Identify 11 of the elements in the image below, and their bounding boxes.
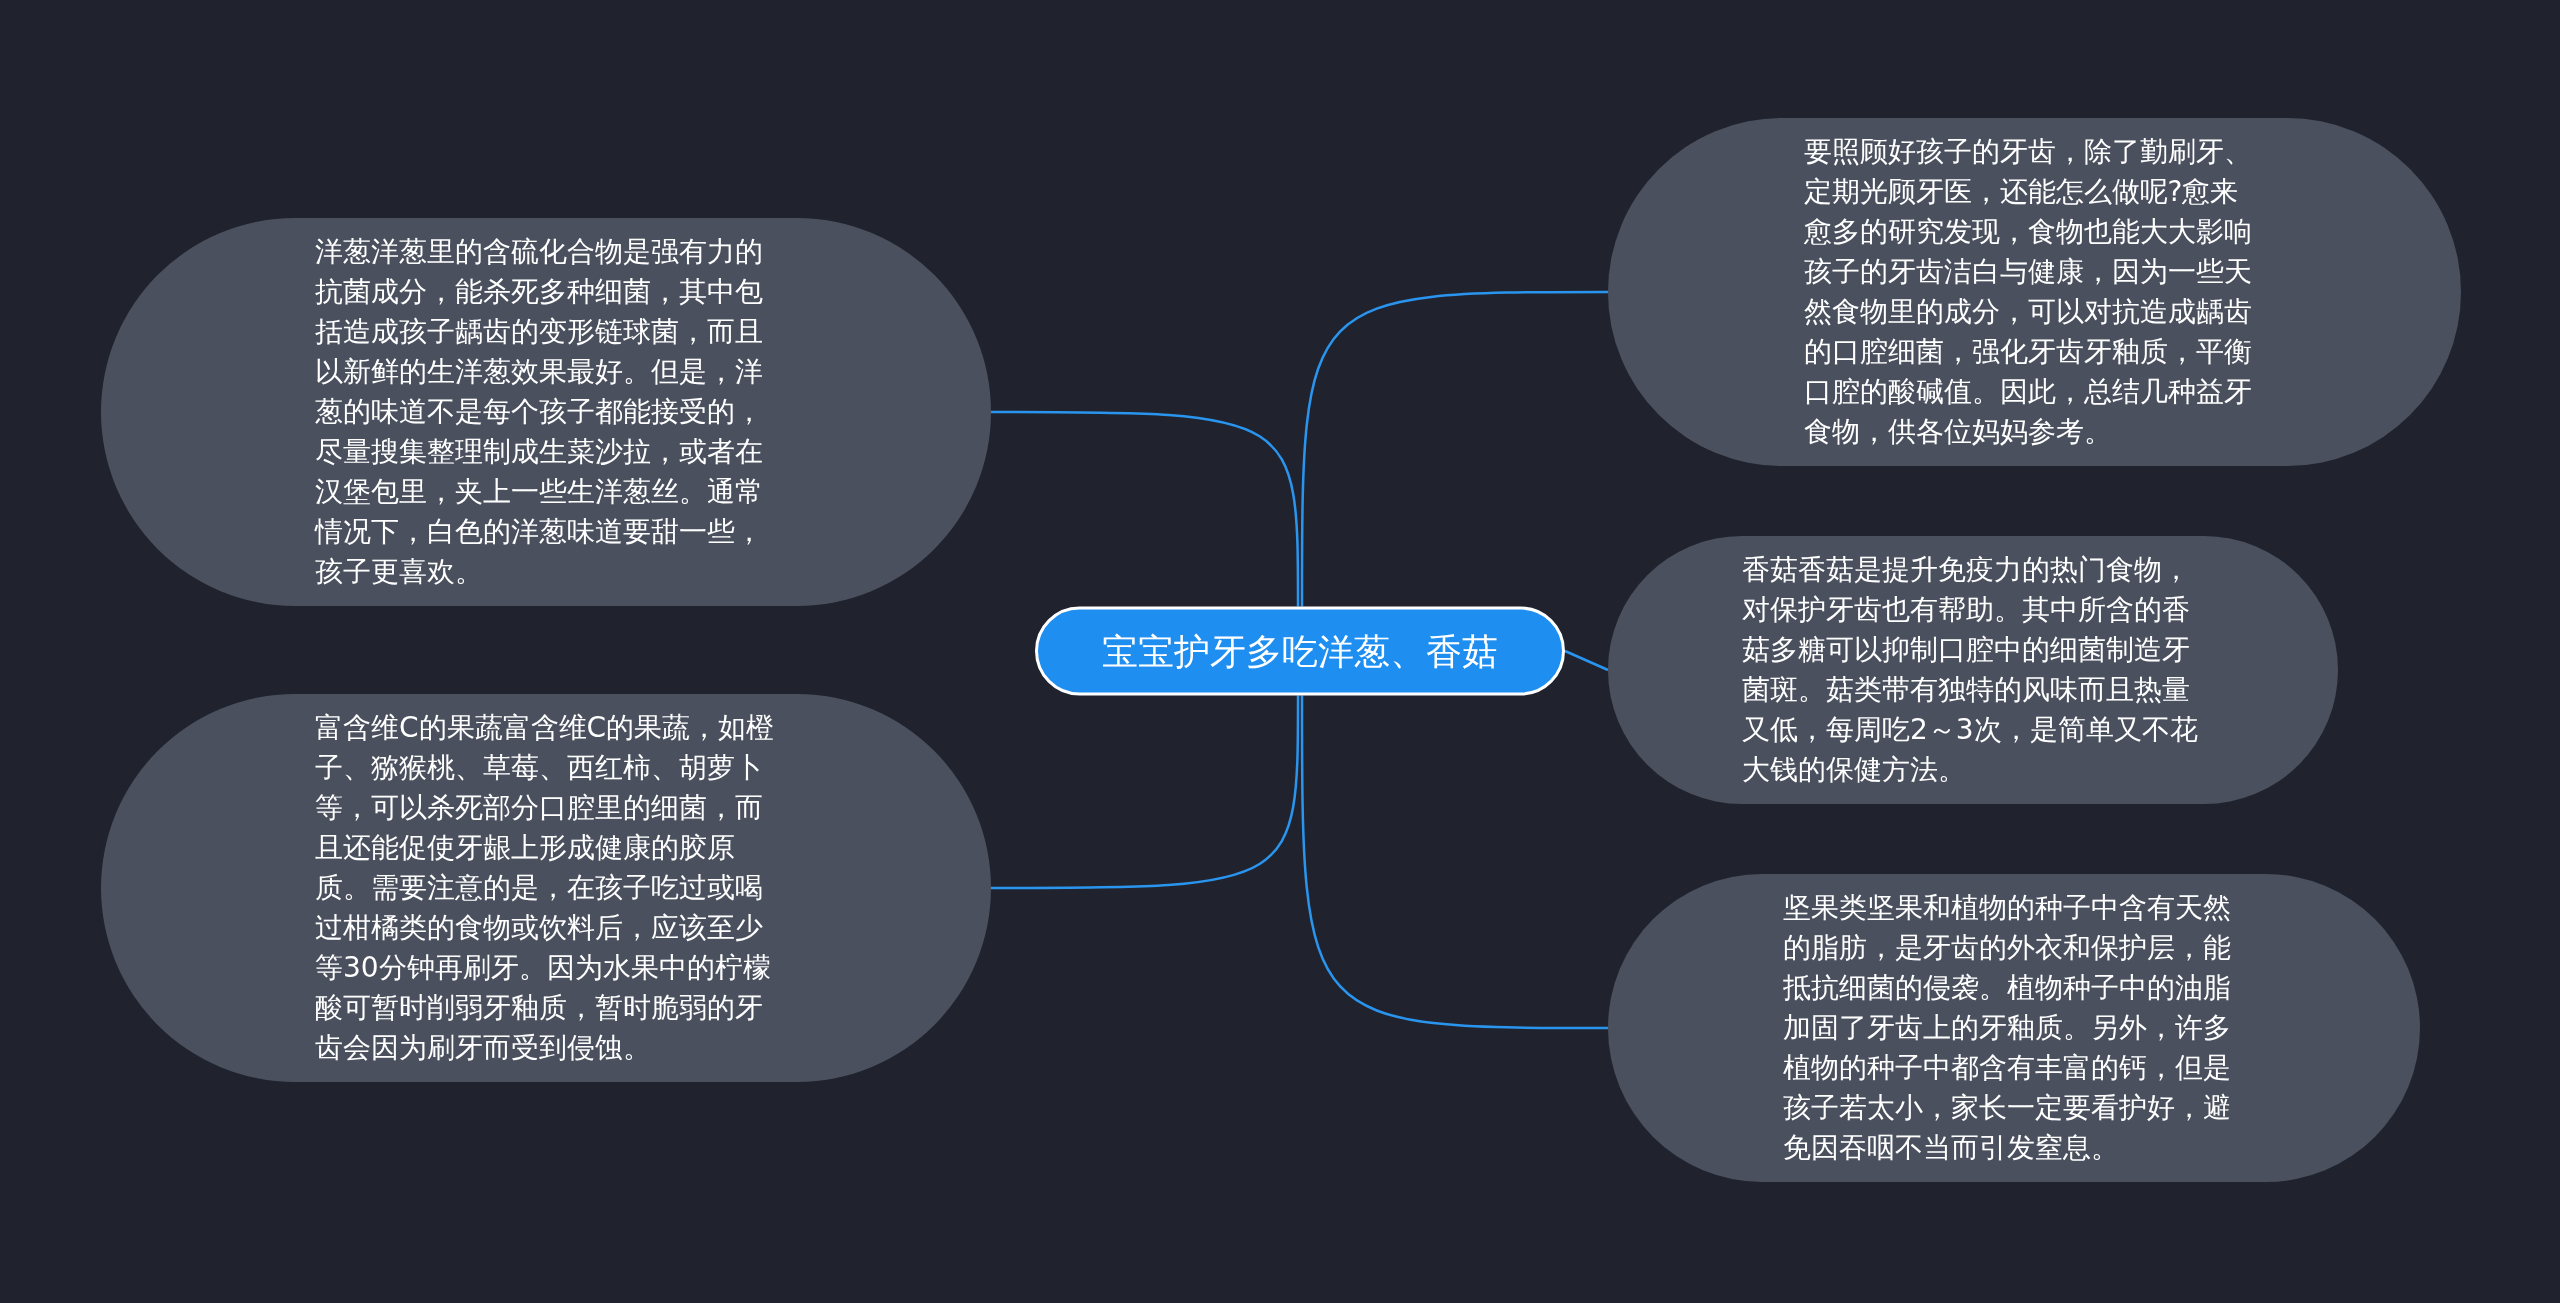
topic-text: 要照顾好孩子的牙齿，除了勤刷牙、定期光顾牙医，还能怎么做呢?愈来愈多的研究发现，食物也能大大影响孩子的牙齿洁白与健康，因为一些天然食物里的成分，可以对抗造成龋齿的口腔细菌，强化牙齿牙釉质，平衡口腔的酸碱值。因此，总结几种益牙食物，供各位妈妈参考。: [1803, 134, 2253, 450]
topic-text: 富含维C的果蔬富含维C的果蔬，如橙子、猕猴桃、草莓、西红柿、胡萝卜等，可以杀死部分口腔里的细菌，而且还能促使牙龈上形成健康的胶原质。需要注意的是，在孩子吃过或喝过柑橘类的食物或饮料后，应该至少等30分钟再刷牙。因为水果中的柠檬酸可暂时削弱牙釉质，暂时脆弱的牙齿会因为刷牙而受到侵蚀。: [315, 710, 776, 1066]
topic-text: 香菇香菇是提升免疫力的热门食物，对保护牙齿也有帮助。其中所含的香菇多糖可以抑制口腔中的细菌制造牙菌斑。菇类带有独特的风味而且热量又低，每周吃2～3次，是简单又不花大钱的保健方法。: [1742, 552, 2199, 788]
connector-line: [1300, 695, 1608, 1030]
topic-text: 洋葱洋葱里的含硫化合物是强有力的抗菌成分，能杀死多种细菌，其中包括造成孩子龋齿的变形链球菌，而且以新鲜的生洋葱效果最好。但是，洋葱的味道不是每个孩子都能接受的，尽量搜集整理制成生菜沙拉，或者在汉堡包里，夹上一些生洋葱丝。通常情况下，白色的洋葱味道要甜一些，孩子更喜欢。: [315, 234, 764, 590]
connector-line: [991, 695, 1300, 890]
topic-title: 宝宝护牙多吃洋葱、香菇: [1102, 629, 1498, 673]
connector-line: [991, 410, 1300, 607]
connector-line: [1564, 649, 1609, 672]
topic-text: 坚果类坚果和植物的种子中含有天然的脂肪，是牙齿的外衣和保护层，能抵抗细菌的侵袭。植物种子中的油脂加固了牙齿上的牙釉质。另外，许多植物的种子中都含有丰富的钙，但是孩子若太小，家长一定要看护好，避免因吞咽不当而引发窒息。: [1783, 890, 2232, 1166]
connector-line: [1300, 290, 1608, 607]
